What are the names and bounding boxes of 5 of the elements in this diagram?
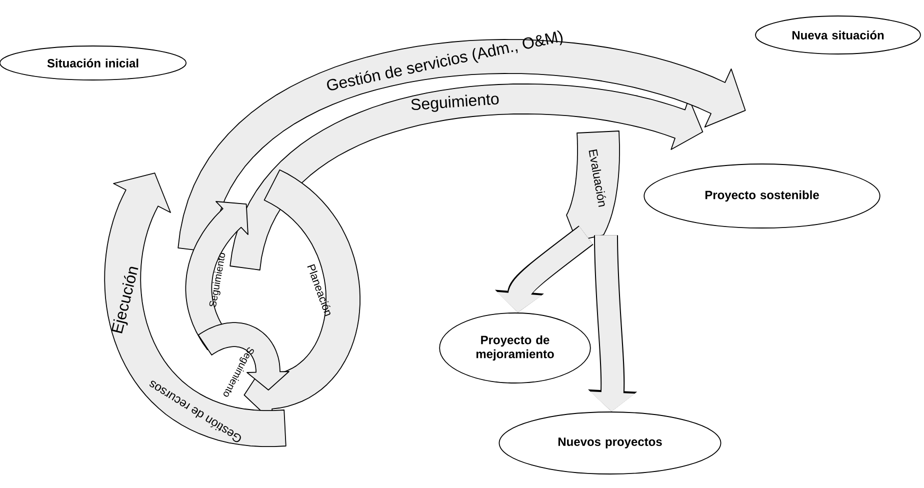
ellipse-node: Nuevos proyectos — [498, 412, 722, 474]
ellipse-node: Proyecto sostenible — [644, 164, 880, 228]
ellipse-node: Proyecto de mejoramiento — [439, 312, 591, 384]
process-band: Evaluación — [566, 130, 620, 242]
ellipse-node: Nueva situación — [755, 16, 921, 54]
